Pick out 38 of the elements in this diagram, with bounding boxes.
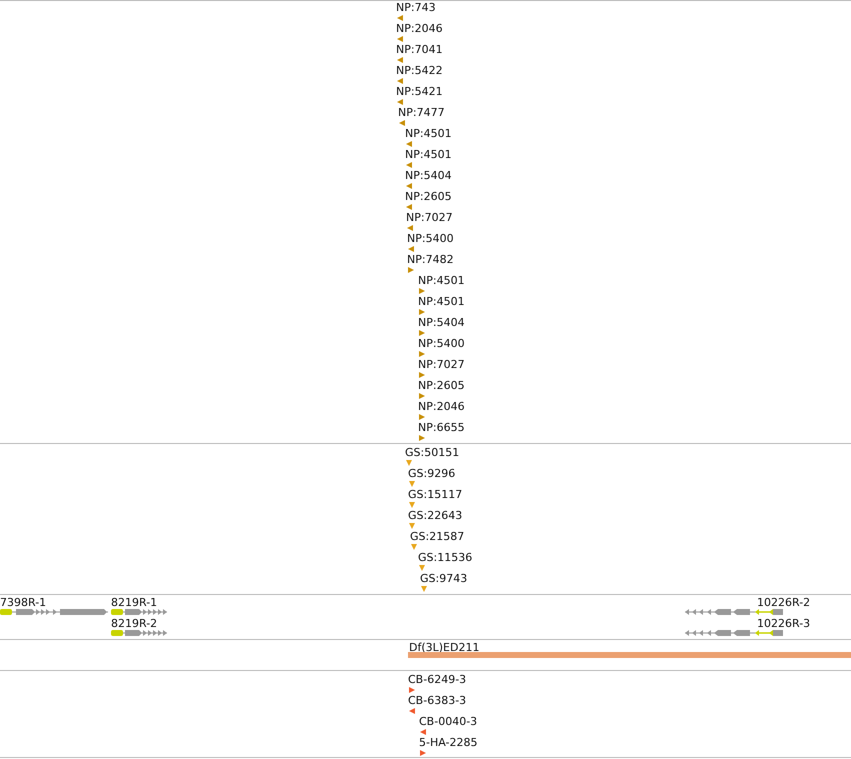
- feature-label: NP:4501: [418, 295, 465, 308]
- feature-label: NP:4501: [405, 148, 452, 161]
- feature-label: Df(3L)ED211: [409, 641, 480, 654]
- feature-label: NP:2605: [405, 190, 452, 203]
- feature-label: NP:6655: [418, 421, 465, 434]
- feature-label: NP:4501: [405, 127, 452, 140]
- feature-label: CB-6249-3: [408, 673, 466, 686]
- feature-label: GS:11536: [418, 551, 472, 564]
- feature-label: CB-6383-3: [408, 694, 466, 707]
- feature-label: 8219R-2: [111, 617, 158, 630]
- feature-label: NP:5422: [396, 64, 443, 77]
- feature-label: GS:50151: [405, 446, 460, 459]
- feature-label: 8219R-1: [111, 596, 158, 609]
- feature-label: NP:5400: [407, 232, 454, 245]
- feature-label: NP:7027: [406, 211, 453, 224]
- feature-label: NP:5404: [418, 316, 465, 329]
- feature-label: NP:7482: [407, 253, 454, 266]
- feature-label: NP:7027: [418, 358, 465, 371]
- feature-label: 7398R-1: [0, 596, 46, 609]
- feature-label: NP:2605: [418, 379, 465, 392]
- feature-label: 10226R-3: [757, 617, 810, 630]
- feature-label: NP:5421: [396, 85, 443, 98]
- feature-label: NP:2046: [396, 22, 443, 35]
- feature-label: GS:21587: [410, 530, 464, 543]
- feature-label: NP:5404: [405, 169, 452, 182]
- feature-label: NP:2046: [418, 400, 465, 413]
- feature-label: NP:7041: [396, 43, 443, 56]
- feature-label: NP:7477: [398, 106, 445, 119]
- feature-label: 10226R-2: [757, 596, 810, 609]
- feature-label: GS:9296: [408, 467, 456, 480]
- feature-label: NP:743: [396, 1, 436, 14]
- feature-label: 5-HA-2285: [419, 736, 478, 749]
- feature-label: NP:4501: [418, 274, 465, 287]
- feature-label: CB-0040-3: [419, 715, 478, 728]
- feature-label: GS:9743: [420, 572, 468, 585]
- feature-label: GS:15117: [408, 488, 462, 501]
- feature-label: GS:22643: [408, 509, 462, 522]
- feature-label: NP:5400: [418, 337, 465, 350]
